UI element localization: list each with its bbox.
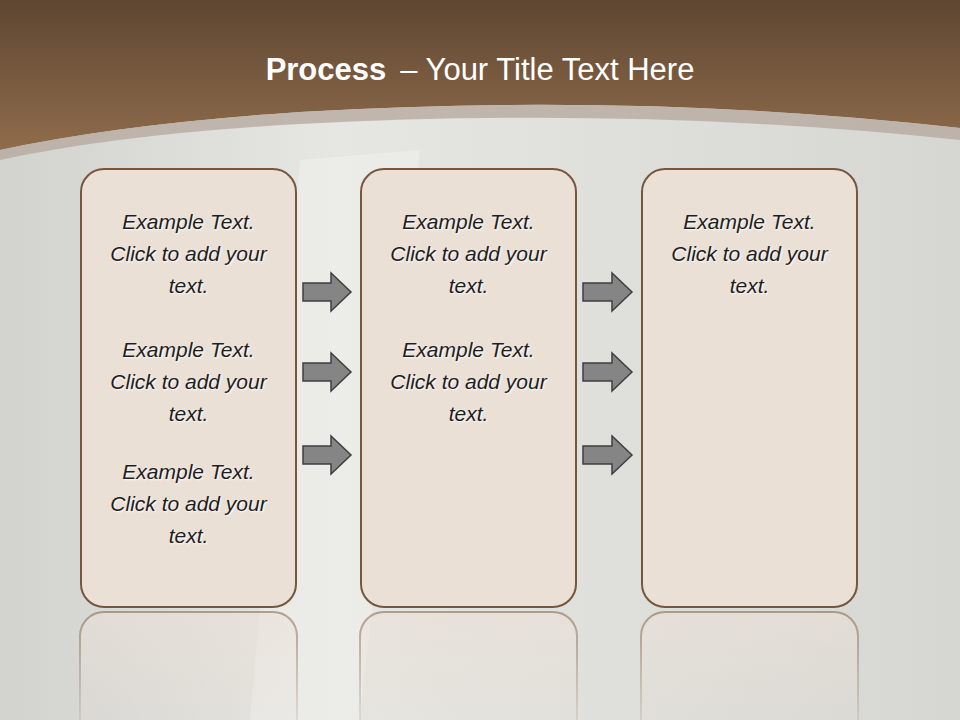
title-bar: Process – Your Title Text Here [0, 52, 960, 88]
title-subtext: – Your Title Text Here [400, 52, 694, 87]
process-box: Example Text. Click to add your text. Exa… [360, 168, 577, 608]
box-text: Example Text. Click to add your text. [109, 206, 269, 302]
process-box: Example Text. Click to add your text. Exa… [80, 168, 297, 608]
block-arrow [583, 273, 632, 311]
block-arrow [583, 353, 632, 391]
title-text: Process [266, 52, 387, 87]
block-arrow [303, 273, 351, 311]
box-text: Example Text. Click to add your text. [670, 206, 830, 302]
block-arrow [303, 436, 351, 474]
box-text: Example Text. Click to add your text. [389, 206, 549, 302]
box-text: Example Text. Click to add your text. [389, 334, 549, 430]
reflections [80, 612, 858, 720]
block-arrow [303, 353, 351, 391]
box-text: Example Text. Click to add your text. [109, 456, 269, 552]
block-arrow [583, 436, 632, 474]
header-rim [0, 105, 960, 160]
process-box: Example Text. Click to add your text. [641, 168, 858, 608]
box-text: Example Text. Click to add your text. [109, 334, 269, 430]
